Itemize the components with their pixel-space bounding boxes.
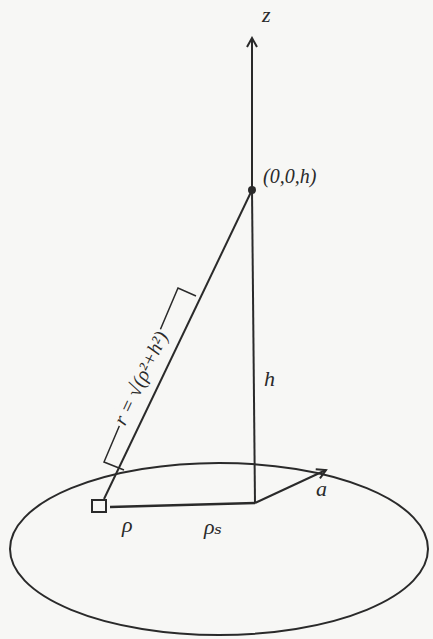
disk-outline xyxy=(10,463,428,635)
radius-label: a xyxy=(316,478,327,500)
rho-s-label: ρₛ xyxy=(204,516,222,538)
distance-line xyxy=(104,190,252,499)
bracket xyxy=(104,288,196,470)
rho-line xyxy=(110,503,255,507)
height-label: h xyxy=(264,368,275,390)
axis-label: z xyxy=(262,4,271,26)
z-axis xyxy=(251,38,253,190)
rho-label: ρ xyxy=(122,514,133,536)
height-line xyxy=(252,190,255,503)
radius-arrow xyxy=(255,470,326,503)
point-label: (0,0,h) xyxy=(263,166,316,186)
area-element xyxy=(92,500,106,512)
